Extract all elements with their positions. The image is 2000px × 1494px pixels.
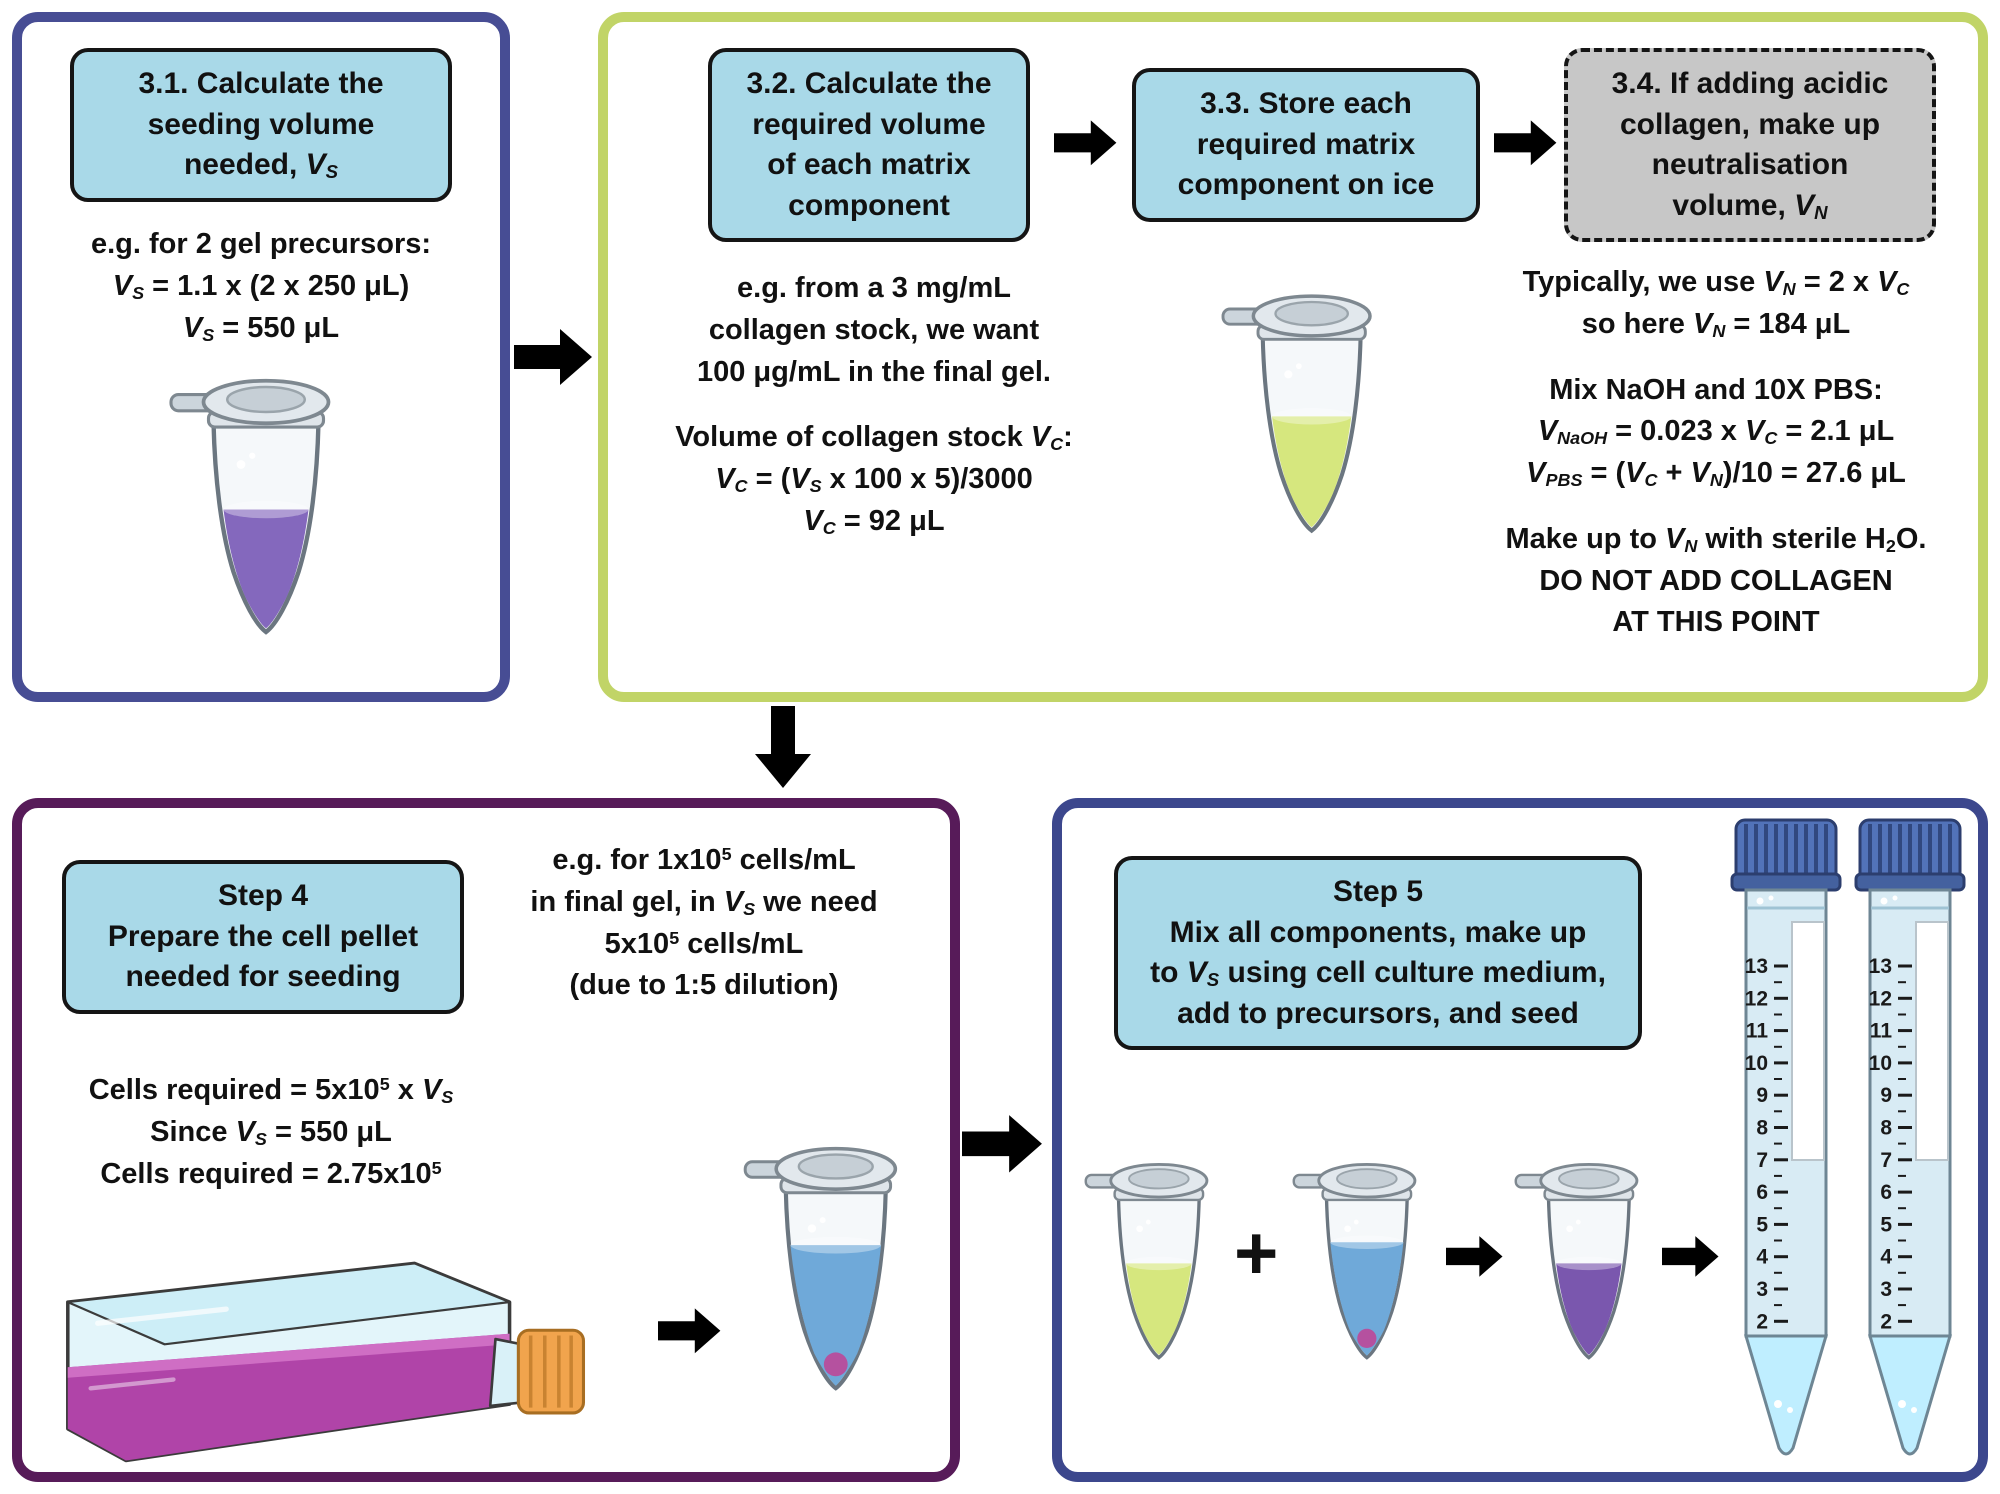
arrow-down-icon bbox=[752, 706, 814, 790]
text-line: in final gel, in VS we need bbox=[530, 885, 878, 919]
text-line: DO NOT ADD COLLAGEN bbox=[1539, 564, 1893, 597]
centrifuge-tube-2: 13 12 11 10 9 8 7 6 5 4 3 2 bbox=[1854, 816, 1966, 1464]
text-line: VC = (VS x 100 x 5)/3000 bbox=[715, 463, 1033, 496]
svg-text:8: 8 bbox=[1756, 1117, 1768, 1140]
microcentrifuge-tube-blue-pellet bbox=[738, 1126, 924, 1412]
svg-text:3: 3 bbox=[1756, 1278, 1768, 1301]
arrow-right-icon bbox=[514, 326, 594, 388]
svg-text:2: 2 bbox=[1880, 1310, 1892, 1333]
svg-text:2: 2 bbox=[1756, 1310, 1768, 1333]
text-line: e.g. for 1x105 cells/mL bbox=[552, 844, 856, 876]
svg-text:9: 9 bbox=[1880, 1084, 1892, 1107]
svg-text:7: 7 bbox=[1880, 1149, 1892, 1172]
svg-text:11: 11 bbox=[1746, 1020, 1769, 1043]
text-line: Typically, we use VN = 2 x VC bbox=[1522, 266, 1910, 299]
text-line: collagen stock, we want bbox=[708, 313, 1040, 346]
svg-text:11: 11 bbox=[1870, 1020, 1893, 1043]
svg-text:6: 6 bbox=[1756, 1181, 1768, 1204]
cell-culture-flask bbox=[40, 1200, 606, 1464]
arrow-right-icon bbox=[1494, 118, 1558, 168]
step-3-2-example-text: e.g. from a 3 mg/mL collagen stock, we w… bbox=[634, 268, 1114, 543]
microcentrifuge-tube-mixed-purple bbox=[1510, 1146, 1660, 1377]
svg-text:7: 7 bbox=[1756, 1149, 1768, 1172]
text-line: VPBS = (VC + VN)/10 = 27.6 μL bbox=[1526, 457, 1906, 490]
text-line: VS = 1.1 x (2 x 250 μL) bbox=[112, 269, 410, 303]
svg-text:4: 4 bbox=[1880, 1246, 1892, 1269]
microcentrifuge-tube-purple bbox=[163, 357, 359, 657]
arrow-right-icon bbox=[1662, 1234, 1720, 1279]
svg-text:9: 9 bbox=[1756, 1084, 1768, 1107]
text-line: VS = 550 μL bbox=[182, 311, 340, 345]
text-line: Mix NaOH and 10X PBS: bbox=[1549, 373, 1883, 406]
text-line: e.g. for 2 gel precursors: bbox=[90, 228, 432, 260]
step-3-4-details-text: Typically, we use VN = 2 x VC so here VN… bbox=[1456, 262, 1976, 644]
text-line: 100 μg/mL in the final gel. bbox=[696, 355, 1051, 388]
text-line: so here VN = 184 μL bbox=[1581, 307, 1851, 341]
plus-sign: + bbox=[1234, 1211, 1279, 1296]
text-line: AT THIS POINT bbox=[1612, 606, 1820, 639]
text-line: VC = 92 μL bbox=[803, 504, 945, 538]
arrow-right-icon bbox=[658, 1306, 722, 1356]
svg-text:6: 6 bbox=[1880, 1181, 1892, 1204]
text-line: e.g. from a 3 mg/mL bbox=[737, 272, 1011, 304]
text-line: Volume of collagen stock VC: bbox=[675, 421, 1073, 455]
arrow-right-icon bbox=[1054, 118, 1118, 168]
centrifuge-tube-1: 13 12 11 10 9 8 7 6 5 4 3 2 bbox=[1730, 816, 1842, 1464]
step-4-calculation-text: Cells required = 5x105 x VS Since VS = 5… bbox=[32, 1070, 510, 1195]
text-line: Cells required = 5x105 x VS bbox=[88, 1074, 454, 1107]
svg-text:10: 10 bbox=[1869, 1052, 1892, 1075]
svg-text:12: 12 bbox=[1869, 987, 1892, 1010]
text-line: Cells required = 2.75x105 bbox=[100, 1157, 442, 1190]
step-3-1-example-text: e.g. for 2 gel precursors: VS = 1.1 x (2… bbox=[22, 224, 500, 349]
svg-text:3: 3 bbox=[1880, 1278, 1892, 1301]
svg-text:12: 12 bbox=[1745, 987, 1768, 1010]
svg-text:8: 8 bbox=[1880, 1117, 1892, 1140]
svg-text:10: 10 bbox=[1745, 1052, 1768, 1075]
text-line: Make up to VN with sterile H2O. bbox=[1505, 522, 1927, 556]
step-4-example-text: e.g. for 1x105 cells/mL in final gel, in… bbox=[474, 840, 934, 1007]
arrow-right-icon bbox=[962, 1112, 1044, 1176]
text-line: Since VS = 550 μL bbox=[150, 1115, 392, 1149]
svg-text:4: 4 bbox=[1756, 1246, 1768, 1269]
microcentrifuge-tube-green bbox=[1216, 274, 1398, 554]
text-line: VNaOH = 0.023 x VC = 2.1 μL bbox=[1537, 415, 1895, 449]
svg-text:5: 5 bbox=[1756, 1213, 1768, 1236]
text-line: (due to 1:5 dilution) bbox=[569, 969, 839, 1002]
arrow-right-icon bbox=[1446, 1234, 1504, 1279]
microcentrifuge-tube-green-small bbox=[1080, 1146, 1230, 1377]
svg-text:5: 5 bbox=[1880, 1213, 1892, 1236]
microcentrifuge-tube-blue-pellet-small bbox=[1288, 1146, 1438, 1377]
text-line: 5x105 cells/mL bbox=[604, 927, 804, 960]
svg-text:13: 13 bbox=[1869, 955, 1892, 978]
svg-text:13: 13 bbox=[1745, 955, 1768, 978]
